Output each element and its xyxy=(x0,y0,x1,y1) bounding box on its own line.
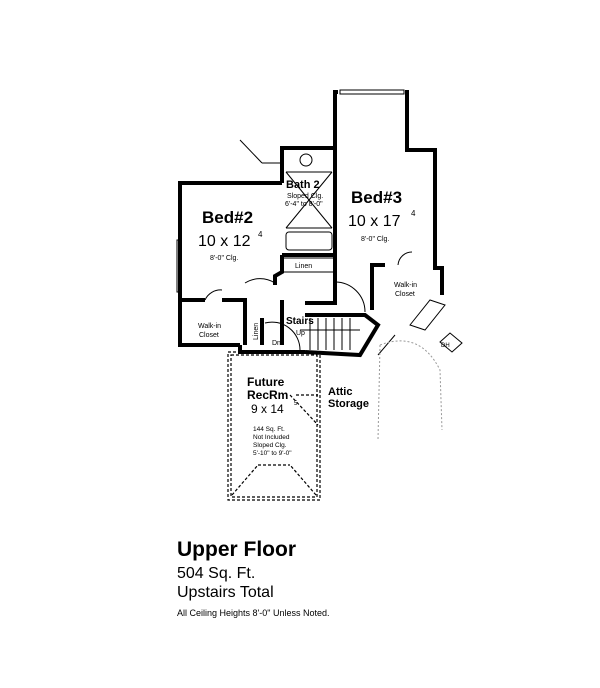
recroom-name: Future xyxy=(247,375,285,389)
attic-label: Storage xyxy=(328,398,369,410)
bath2-name: Bath 2 xyxy=(286,179,320,191)
linen-label: Linen xyxy=(253,323,260,340)
dh-label: DH xyxy=(441,343,450,349)
floor-sqft: 504 Sq. Ft. xyxy=(177,565,256,582)
fixtures xyxy=(176,89,463,356)
bed3-name: Bed#3 xyxy=(351,188,402,207)
walkin-closet-label: Walk-in xyxy=(394,282,417,289)
recroom-name: RecRm xyxy=(247,388,288,402)
walkin-closet-label: Closet xyxy=(395,291,415,298)
ceiling-note: All Ceiling Heights 8'-0" Unless Noted. xyxy=(177,608,330,618)
bed3-ceiling: 8'-0" Clg. xyxy=(361,236,389,243)
walls xyxy=(178,90,444,358)
stairs-label: Stairs xyxy=(286,316,314,327)
floor-total-label: Upstairs Total xyxy=(177,584,274,601)
recroom-note: 144 Sq. Ft. xyxy=(253,426,285,433)
recroom-size-sup: 5 xyxy=(294,401,298,407)
linen-label: Linen xyxy=(295,263,312,270)
deck-outline xyxy=(377,340,443,441)
walkin-closet-label: Closet xyxy=(199,332,219,339)
stairs-down-label: Dn xyxy=(272,340,281,347)
recroom-outline xyxy=(227,351,321,501)
window xyxy=(176,239,181,293)
attic-label: Attic xyxy=(328,386,352,398)
stairs-up-label: Up xyxy=(296,330,305,337)
recroom-note: Not Included xyxy=(253,434,290,441)
stair-treads xyxy=(300,318,360,350)
walkin-closet-label: Walk-in xyxy=(198,323,221,330)
bed2-size-sup: 4 xyxy=(258,230,263,239)
bed3-size: 10 x 17 xyxy=(348,213,401,230)
bed3-size-sup: 4 xyxy=(411,209,416,218)
bed2-name: Bed#2 xyxy=(202,208,253,227)
bed2-ceiling: 8'-0" Clg. xyxy=(210,255,238,262)
bath2-note1: Sloped Clg. xyxy=(287,193,323,200)
window xyxy=(339,89,405,95)
bath2-note2: 6'-4" to 8'-0" xyxy=(285,201,323,208)
bed2-size: 10 x 12 xyxy=(198,233,251,250)
bathtub xyxy=(285,231,333,251)
recroom-note: Sloped Clg. xyxy=(253,442,287,449)
sink xyxy=(299,153,313,167)
floor-title: Upper Floor xyxy=(177,538,296,561)
recroom-size: 9 x 14 xyxy=(251,402,284,416)
recroom-note: 5'-10" to 9'-0" xyxy=(253,450,292,457)
